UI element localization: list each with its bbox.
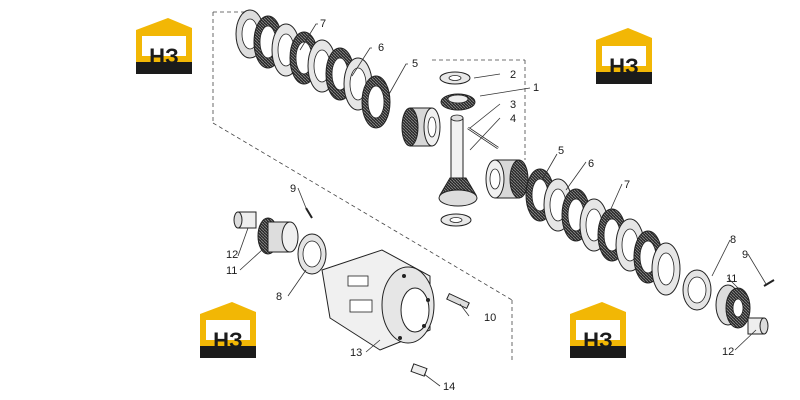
callout-6-left: 6 <box>378 42 384 54</box>
logo-main-text: НЗ <box>149 44 179 69</box>
bolt-left <box>305 207 313 219</box>
callout-8-left: 8 <box>276 291 282 303</box>
callout-13: 13 <box>350 347 362 359</box>
callout-1: 1 <box>533 82 539 94</box>
bearing-right <box>682 269 712 311</box>
thrust-washer-top <box>439 71 471 85</box>
thrust-washer-bottom <box>440 213 472 227</box>
logo-sub-text: СНАБ <box>610 85 639 96</box>
pinion-gear-bottom <box>438 177 478 207</box>
callout-5-right: 5 <box>558 145 564 157</box>
logo-bottom-right: НЗ СНАБ <box>570 302 626 370</box>
clutch-pack-right <box>525 168 681 296</box>
dowel-pin <box>410 363 428 377</box>
logo-bottom-left: НЗ СНАБ <box>200 302 256 370</box>
callout-8-right: 8 <box>730 234 736 246</box>
drive-gear-left <box>257 217 299 255</box>
pinion-gear-top <box>440 93 476 111</box>
callout-12-left: 12 <box>226 249 238 261</box>
callout-9-right: 9 <box>742 249 748 261</box>
callout-12-right: 12 <box>722 346 734 358</box>
callout-6-right: 6 <box>588 158 594 170</box>
side-gear-left <box>401 107 441 147</box>
callout-3: 3 <box>510 99 516 111</box>
callout-14: 14 <box>443 381 455 393</box>
callout-11-left: 11 <box>226 265 237 277</box>
bolt-right <box>763 279 775 287</box>
bushing-left <box>233 211 257 229</box>
callout-4: 4 <box>510 113 516 125</box>
logo-top-right: НЗ СНАБ <box>596 28 652 96</box>
callout-11-right: 11 <box>726 273 737 285</box>
housing-bolt <box>446 292 470 310</box>
logo-top-left: НЗ СНАБ <box>136 18 192 86</box>
callout-10: 10 <box>484 312 496 324</box>
bushing-right <box>747 317 769 335</box>
logo-main-text: НЗ <box>583 328 613 353</box>
logo-main-text: НЗ <box>609 54 639 79</box>
callout-2: 2 <box>510 69 516 81</box>
callout-7-right: 7 <box>624 179 630 191</box>
bearing-left <box>297 233 327 275</box>
leader-lines <box>237 23 767 387</box>
logo-sub-text: СНАБ <box>150 75 179 86</box>
callout-5-left: 5 <box>412 58 418 70</box>
logo-main-text: НЗ <box>213 328 243 353</box>
logo-sub-text: СНАБ <box>584 359 613 370</box>
callout-7-left: 7 <box>320 18 326 30</box>
side-gear-right <box>485 159 529 199</box>
clutch-pack-left <box>235 9 391 129</box>
logo-sub-text: СНАБ <box>214 359 243 370</box>
differential-housing <box>321 249 435 351</box>
callout-9-left: 9 <box>290 183 296 195</box>
drive-gear-right <box>715 284 751 329</box>
